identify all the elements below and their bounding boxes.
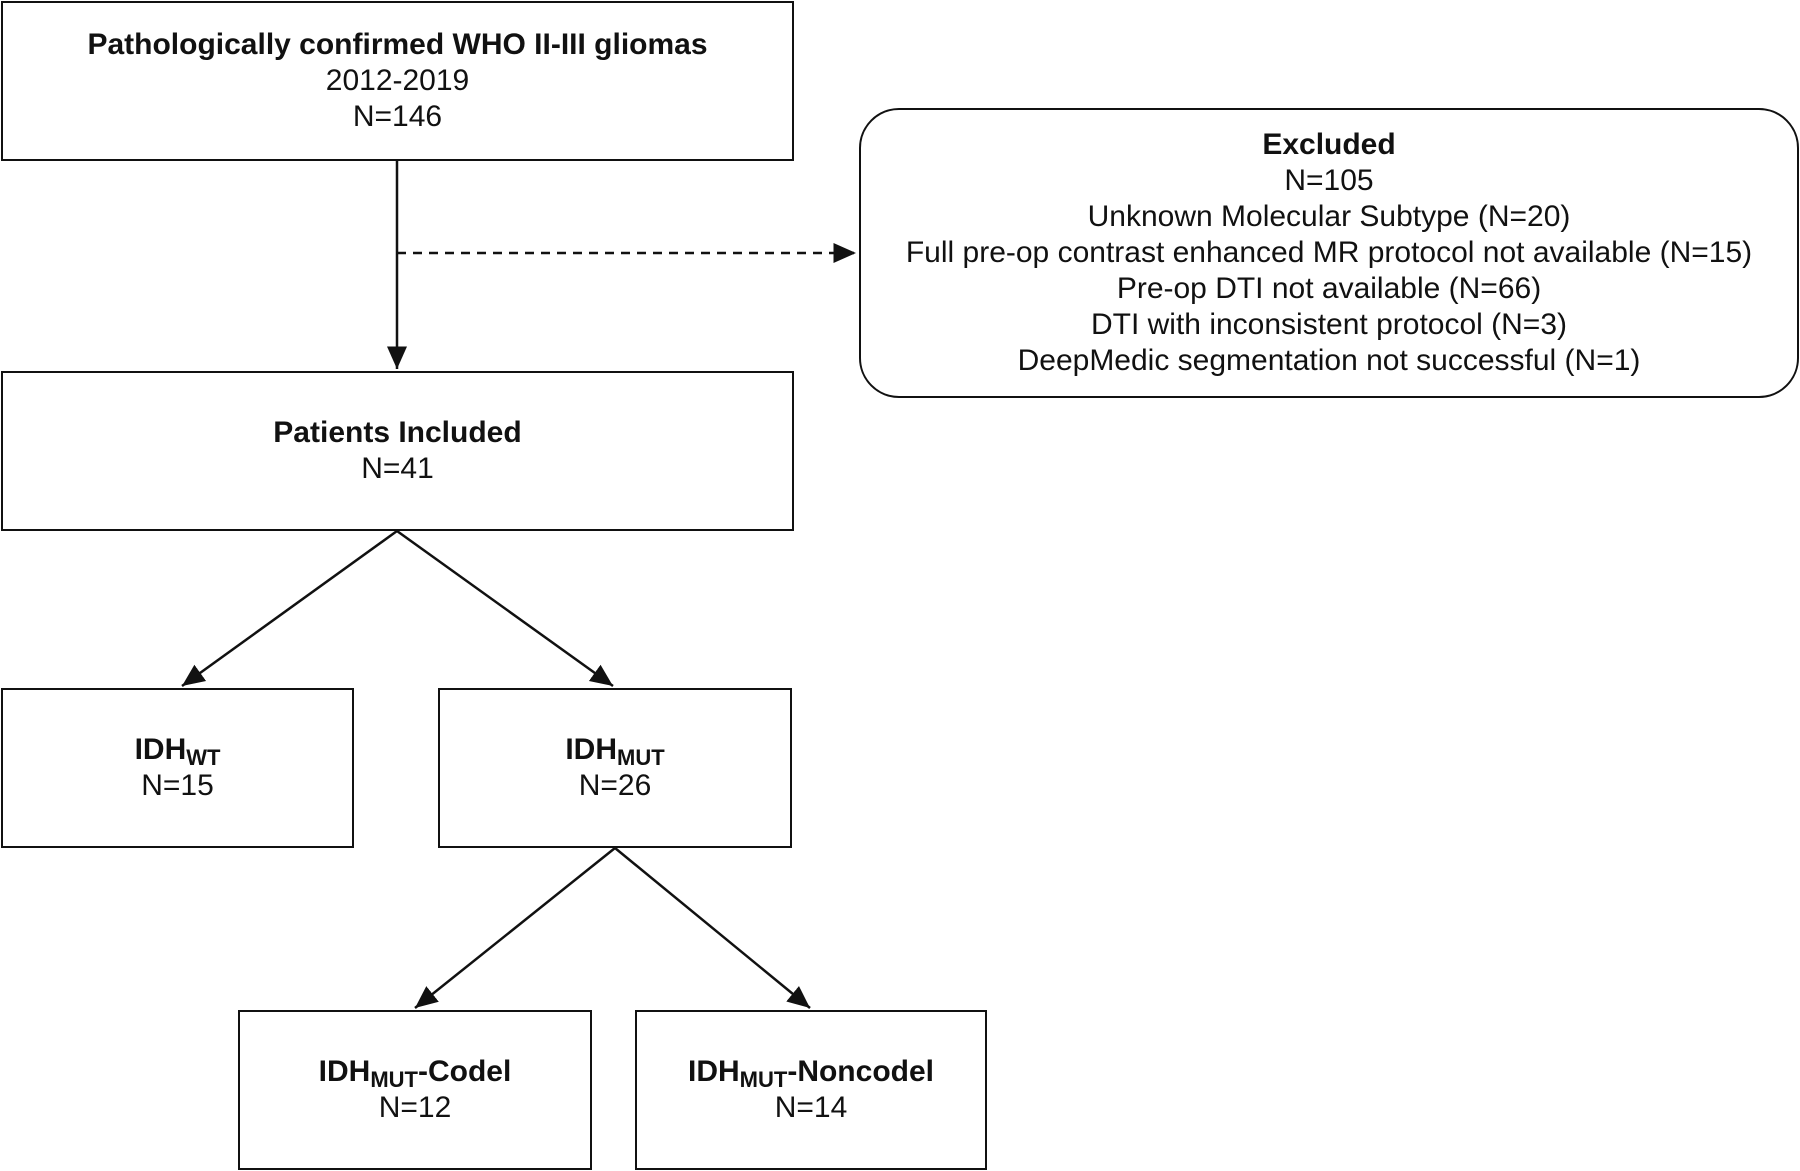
excluded-box: Excluded N=105 Unknown Molecular Subtype… (859, 108, 1799, 398)
idh-wt-main: IDH (134, 733, 187, 766)
excluded-count: N=105 (1284, 164, 1374, 197)
arrow-mut-to-codel (414, 847, 616, 1009)
source-count: N=146 (352, 100, 443, 133)
idh-mut-count: N=26 (578, 769, 652, 802)
codel-count: N=12 (378, 1091, 452, 1124)
excluded-title: Excluded (1262, 128, 1396, 161)
noncodel-subscript: MUT (739, 1067, 788, 1092)
idh-mut-subscript: MUT (617, 745, 665, 770)
idh-mut-main: IDH (565, 733, 617, 766)
included-title: Patients Included (273, 416, 522, 449)
arrow-included-to-mut (396, 529, 614, 688)
source-title: Pathologically confirmed WHO II-III glio… (87, 28, 708, 61)
idh-wt-subscript: WT (186, 745, 221, 770)
codel-label: IDHMUT-Codel (318, 1054, 512, 1092)
included-box: Patients Included N=41 (1, 371, 794, 531)
noncodel-label: IDHMUT-Noncodel (688, 1054, 934, 1092)
excluded-reason: Unknown Molecular Subtype (N=20) (1087, 200, 1571, 233)
source-years: 2012-2019 (325, 64, 470, 97)
idh-wt-box: IDHWT N=15 (1, 688, 354, 848)
excluded-reason: DeepMedic segmentation not successful (N… (1017, 344, 1641, 377)
idh-mut-box: IDHMUT N=26 (438, 688, 792, 848)
excluded-reason: Full pre-op contrast enhanced MR protoco… (905, 236, 1753, 269)
source-population-box: Pathologically confirmed WHO II-III glio… (1, 1, 794, 161)
included-count: N=41 (361, 452, 434, 485)
codel-suffix: -Codel (418, 1055, 512, 1088)
idh-wt-count: N=15 (141, 769, 214, 802)
noncodel-suffix: -Noncodel (787, 1055, 934, 1088)
idh-mut-label: IDHMUT (565, 732, 665, 770)
excluded-reason: Pre-op DTI not available (N=66) (1116, 272, 1542, 305)
codel-main: IDH (318, 1055, 371, 1088)
noncodel-count: N=14 (774, 1091, 848, 1124)
arrow-included-to-wt (181, 529, 398, 688)
excluded-reason: DTI with inconsistent protocol (N=3) (1090, 308, 1567, 341)
codel-subscript: MUT (370, 1067, 418, 1092)
idh-wt-label: IDHWT (134, 732, 221, 770)
idh-mut-noncodel-box: IDHMUT-Noncodel N=14 (635, 1010, 987, 1170)
idh-mut-codel-box: IDHMUT-Codel N=12 (238, 1010, 592, 1170)
noncodel-main: IDH (688, 1055, 740, 1088)
arrow-mut-to-noncodel (614, 847, 811, 1009)
